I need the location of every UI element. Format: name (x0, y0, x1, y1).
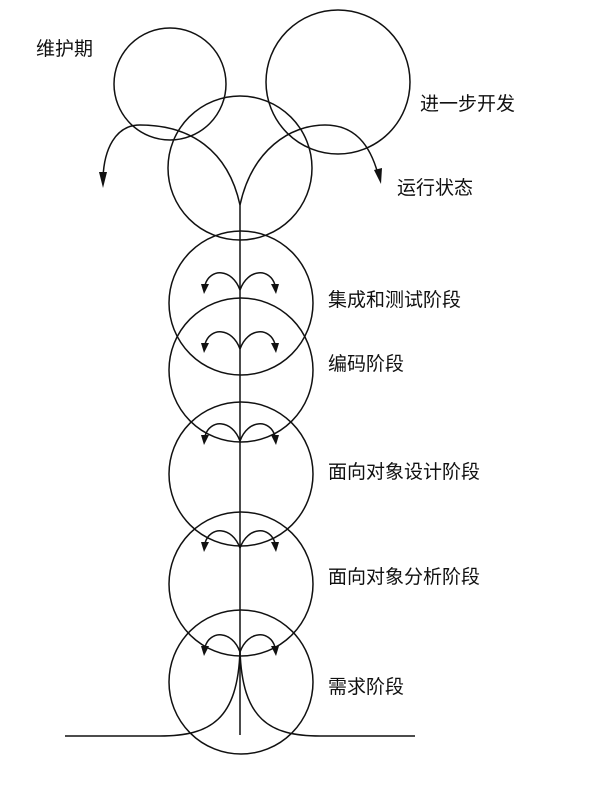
top-right-flow-arrow (239, 124, 379, 206)
maintenance-circle (113, 27, 227, 141)
base-line-left (65, 649, 241, 737)
coding-left-arrowhead (201, 343, 209, 353)
oo-analysis-left-arrowhead (201, 542, 209, 552)
oo-design-left-arrowhead (201, 435, 209, 445)
integration-right-arrow (239, 272, 276, 291)
oo-analysis-circle (168, 511, 314, 657)
further-development-label: 进一步开发 (420, 93, 516, 115)
maintenance-label: 维护期 (36, 38, 94, 60)
integration-right-arrowhead (271, 284, 279, 294)
oo-analysis-right-arrow (239, 530, 276, 549)
top-right-arrowhead (374, 168, 382, 184)
coding-right-arrowhead (271, 343, 279, 353)
oo-design-right-arrowhead (271, 435, 279, 445)
oo-analysis-right-arrowhead (271, 542, 279, 552)
oo-design-left-arrow (204, 423, 241, 442)
further-development-circle (265, 9, 411, 155)
oo-analysis-left-arrow (204, 530, 241, 549)
oo-design-label: 面向对象设计阶段 (328, 461, 481, 483)
integration-testing-circle (168, 230, 314, 376)
coding-circle (168, 297, 314, 443)
requirements-label: 需求阶段 (328, 676, 405, 698)
requirements-left-arrowhead (201, 646, 209, 656)
requirements-right-arrowhead (271, 646, 279, 656)
integration-left-arrowhead (201, 284, 209, 294)
coding-label: 编码阶段 (328, 353, 405, 375)
coding-left-arrow (204, 331, 241, 350)
top-left-flow-arrow (102, 124, 241, 206)
oo-design-circle (168, 401, 314, 547)
coding-right-arrow (239, 331, 276, 350)
base-line-right (239, 649, 415, 737)
integration-testing-label: 集成和测试阶段 (328, 289, 462, 311)
top-left-arrowhead (99, 172, 107, 188)
requirements-circle (168, 609, 314, 755)
requirements-right-arrow (239, 634, 276, 653)
requirements-left-arrow (204, 634, 241, 653)
integration-left-arrow (204, 272, 241, 291)
operation-label: 运行状态 (397, 177, 474, 199)
oo-analysis-label: 面向对象分析阶段 (328, 566, 481, 588)
oo-design-right-arrow (239, 423, 276, 442)
